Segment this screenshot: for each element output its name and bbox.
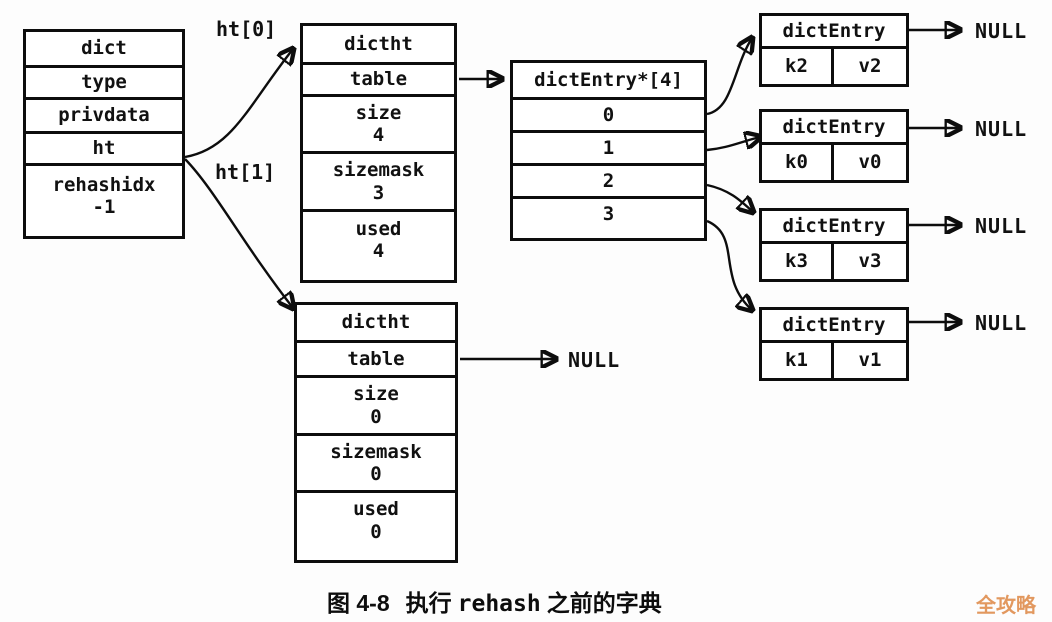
ht1-pointer-label: ht[1]	[215, 160, 276, 184]
dictht0-used-label: used	[355, 217, 402, 240]
dict-privdata-label: privdata	[58, 104, 150, 127]
dictht1-table-label: table	[347, 347, 405, 370]
dictentry-k3-key: k3	[762, 244, 834, 279]
dictht0-used-row: used 4	[303, 209, 454, 268]
dictentry-k0-kv-row: k0 v0	[762, 142, 906, 180]
dictentry-k3-kv-row: k3 v3	[762, 241, 906, 279]
dictentry-k0-key: k0	[762, 145, 834, 180]
caption-code: rehash	[457, 591, 541, 617]
dictentry-k0-header: dictEntry	[762, 112, 906, 142]
watermark-text: 全攻略	[976, 595, 1036, 617]
dictht1-sizemask-value: 0	[370, 463, 382, 485]
dictht0-size-label: size	[355, 101, 402, 124]
dict-type-label: type	[81, 71, 127, 94]
dict-rehashidx-value: -1	[92, 196, 116, 218]
dictentry-k1-header: dictEntry	[762, 310, 906, 340]
dictentry-box-k2: dictEntry k2 v2	[759, 13, 909, 87]
dictentry-k3-value: v3	[858, 250, 882, 273]
arrow-ht0	[184, 49, 293, 159]
dict-struct-box: dict type privdata ht rehashidx -1	[23, 29, 185, 239]
dictentry-k2-title: dictEntry	[782, 19, 886, 42]
dict-title-row: dict	[26, 32, 182, 65]
null-label-entry-k2: NULL	[975, 19, 1028, 43]
dictht1-used-row: used 0	[297, 490, 455, 548]
dictht1-title-row: dictht	[297, 305, 455, 340]
dictentry-k1-title: dictEntry	[782, 313, 886, 336]
dict-ht-label: ht	[92, 137, 116, 160]
dictentry-k2-kv-row: k2 v2	[762, 46, 906, 84]
dictentry-k0-value: v0	[858, 151, 882, 174]
arrow-slot1-to-entry-k0	[706, 137, 760, 152]
dictht0-size-row: size 4	[303, 94, 454, 151]
null-label-entry-k3: NULL	[975, 214, 1028, 238]
dictht1-table-row: table	[297, 340, 455, 375]
dictht0-sizemask-label: sizemask	[332, 159, 425, 182]
dictht0-table-label: table	[349, 68, 408, 91]
dictentry-k3-header: dictEntry	[762, 211, 906, 241]
dictentry-box-k3: dictEntry k3 v3	[759, 208, 909, 282]
bucket-slot-3: 3	[513, 196, 704, 229]
bucket-slot-2-index: 2	[602, 169, 615, 192]
dictht1-size-value: 0	[370, 405, 382, 428]
bucket-slot-0-index: 0	[602, 103, 615, 126]
dictht0-title: dictht	[344, 32, 413, 55]
ht0-pointer-label: ht[0]	[216, 17, 277, 41]
dictht1-used-label: used	[353, 498, 399, 521]
dictentry-box-k1: dictEntry k1 v1	[759, 307, 909, 381]
null-label-dictht1-table: NULL	[568, 348, 621, 372]
dictentry-k3-title: dictEntry	[782, 214, 886, 237]
bucket-slot-3-index: 3	[602, 202, 615, 225]
dict-rehashidx-row: rehashidx -1	[26, 163, 182, 226]
bucket-array-title: dictEntry*[4]	[534, 68, 683, 91]
dictentry-k2-key: k2	[762, 49, 834, 84]
caption-text-before: 执行	[405, 590, 452, 616]
dictht1-struct-box: dictht table size 0 sizemask 0 used 0	[294, 302, 458, 563]
figure-number: 图 4-8	[327, 590, 390, 616]
dict-privdata-row: privdata	[26, 97, 182, 131]
caption-text-after: 之前的字典	[546, 590, 662, 616]
bucket-slot-2: 2	[513, 163, 704, 196]
bucket-slot-0: 0	[513, 97, 704, 130]
arrow-slot2-to-entry-k3	[706, 183, 753, 212]
dict-title: dict	[81, 37, 127, 60]
dictht1-used-value: 0	[370, 520, 382, 543]
dictht0-struct-box: dictht table size 4 sizemask 3 used 4	[300, 23, 457, 283]
dictentry-k0-title: dictEntry	[782, 115, 886, 138]
dictentry-box-k0: dictEntry k0 v0	[759, 109, 909, 183]
bucket-array-box: dictEntry*[4] 0 1 2 3	[510, 60, 707, 241]
dictentry-k1-value: v1	[858, 349, 882, 372]
dictht0-size-value: 4	[372, 124, 385, 146]
dictht1-size-row: size 0	[297, 375, 455, 433]
dictentry-k1-key: k1	[762, 343, 834, 378]
bucket-slot-1: 1	[513, 130, 704, 163]
dictentry-k2-header: dictEntry	[762, 16, 906, 46]
dictht1-sizemask-row: sizemask 0	[297, 433, 455, 490]
dictht0-title-row: dictht	[303, 26, 454, 62]
arrow-slot0-to-entry-k2	[706, 38, 752, 116]
dictht0-sizemask-row: sizemask 3	[303, 151, 454, 209]
bucket-array-header: dictEntry*[4]	[513, 63, 704, 97]
dictentry-k2-value: v2	[858, 55, 882, 78]
dictentry-k1-kv-row: k1 v1	[762, 340, 906, 378]
dictht0-used-value: 4	[372, 240, 385, 262]
dictht1-size-label: size	[353, 383, 399, 406]
dict-type-row: type	[26, 65, 182, 97]
dictht0-table-row: table	[303, 62, 454, 94]
arrow-slot3-to-entry-k1	[706, 219, 752, 310]
null-label-entry-k1: NULL	[975, 311, 1028, 335]
dict-rehashidx-label: rehashidx	[52, 173, 156, 196]
dictht1-title: dictht	[341, 311, 411, 334]
bucket-slot-1-index: 1	[602, 136, 615, 159]
null-label-entry-k0: NULL	[975, 117, 1028, 141]
dictht0-sizemask-value: 3	[372, 181, 385, 204]
dictht1-sizemask-label: sizemask	[330, 440, 422, 463]
dict-ht-row: ht	[26, 131, 182, 163]
